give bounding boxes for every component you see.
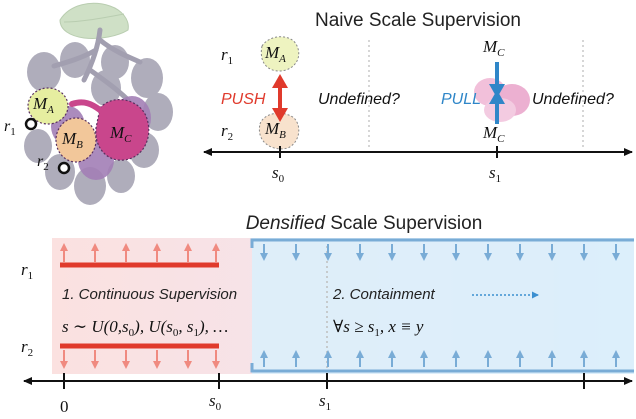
grape-r1-label: r1 — [4, 118, 16, 138]
dense-r2-label: r2 — [21, 337, 33, 359]
grape-ma-label: MA — [32, 94, 54, 116]
naive-s0-label: s0 — [272, 163, 285, 185]
naive-mb-label: MB — [264, 119, 286, 141]
naive-ma-blob — [260, 36, 300, 72]
pink-arrows-top — [60, 243, 220, 262]
blue-top-bracket — [250, 238, 634, 248]
blue-arrows-top — [260, 244, 620, 261]
blue-arrows-bottom — [260, 350, 620, 367]
dense-s1-label: s1 — [319, 391, 331, 413]
grape-mb — [55, 117, 97, 163]
continuous-supervision-label: 1. Continuous Supervision — [62, 286, 237, 303]
grape-mc-label: MC — [109, 123, 132, 145]
naive-mc-top-label: MC — [482, 37, 505, 59]
containment-region-bg — [252, 238, 634, 374]
naive-ma-label: MA — [264, 43, 286, 65]
blue-bottom-bracket — [250, 363, 634, 373]
naive-title: Naive Scale Supervision — [315, 10, 521, 31]
grape-ma — [27, 87, 69, 125]
grape-r2-label: r2 — [37, 153, 49, 173]
dense-r1-label: r1 — [21, 260, 33, 282]
grape-illustration: r1 r2 MA MB MC — [4, 2, 173, 205]
push-arrow-down — [272, 108, 288, 122]
grape-r2-dot — [57, 161, 71, 175]
naive-s1-label: s1 — [489, 163, 501, 185]
containment-label: 2. Containment — [332, 286, 436, 303]
grape-mb-label: MB — [61, 129, 83, 151]
dense-tick-0-label: 0 — [60, 397, 69, 416]
undefined-right-label: Undefined? — [532, 91, 614, 108]
containment-formula: ∀s ≥ s1, x ≡ y — [333, 317, 424, 339]
densified-title: Densified Scale Supervision — [246, 213, 483, 234]
naive-panel: Naive Scale Supervision r1 r2 MA MB PUSH… — [203, 10, 633, 185]
leaf-shape — [59, 2, 129, 39]
continuous-supervision-formula: s ∼ U(0,s0), U(s0, s1), … — [62, 317, 228, 339]
push-label: PUSH — [221, 91, 266, 108]
densified-panel: Densified Scale Supervision — [21, 213, 634, 416]
naive-r1-label: r1 — [221, 45, 233, 67]
pull-arrow-bottom-head — [489, 90, 505, 104]
pull-label: PULL — [441, 91, 481, 108]
naive-r2-label: r2 — [221, 121, 233, 143]
dense-s0-label: s0 — [209, 391, 222, 413]
push-arrow-up — [272, 74, 288, 88]
grape-r1-dot — [24, 117, 38, 131]
naive-mb-blob — [258, 112, 300, 150]
naive-mc-bottom-label: MC — [482, 123, 505, 145]
pink-arrows-bottom — [60, 350, 220, 369]
grape-mc — [95, 99, 150, 161]
undefined-left-label: Undefined? — [318, 91, 400, 108]
